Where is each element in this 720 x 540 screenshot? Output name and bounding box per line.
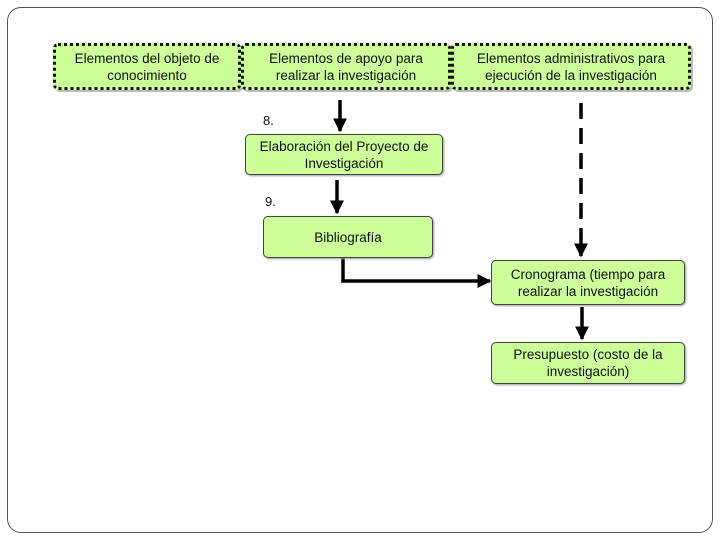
box-cronograma-label: Cronograma (tiempo para realizar la inve…	[510, 266, 666, 299]
box-elementos-administrativos: Elementos administrativos para ejecución…	[451, 43, 691, 90]
box-cronograma: Cronograma (tiempo para realizar la inve…	[491, 260, 685, 305]
box-presupuesto-label: Presupuesto (costo de la investigación)	[513, 347, 663, 379]
box-bibliografia: Bibliografía	[263, 216, 433, 258]
box-elementos-apoyo-label: Elementos de apoyo para realizar la inve…	[269, 50, 423, 83]
box-bibliografia-label: Bibliografía	[314, 229, 382, 245]
box-proyecto-label: Elaboración del Proyecto de Investigació…	[259, 138, 429, 171]
box-elementos-administrativos-label: Elementos administrativos para ejecución…	[476, 50, 666, 83]
arrow-bibliografia-to-cronograma	[341, 258, 492, 288]
box-elementos-objeto-label: Elementos del objeto de conocimiento	[74, 50, 220, 83]
box-elementos-apoyo: Elementos de apoyo para realizar la inve…	[241, 43, 451, 90]
step-number-9: 9.	[265, 194, 276, 209]
box-elementos-objeto: Elementos del objeto de conocimiento	[53, 43, 241, 90]
box-proyecto: Elaboración del Proyecto de Investigació…	[245, 134, 443, 175]
box-presupuesto: Presupuesto (costo de la investigación)	[491, 342, 685, 384]
step-number-8: 8.	[263, 113, 274, 128]
